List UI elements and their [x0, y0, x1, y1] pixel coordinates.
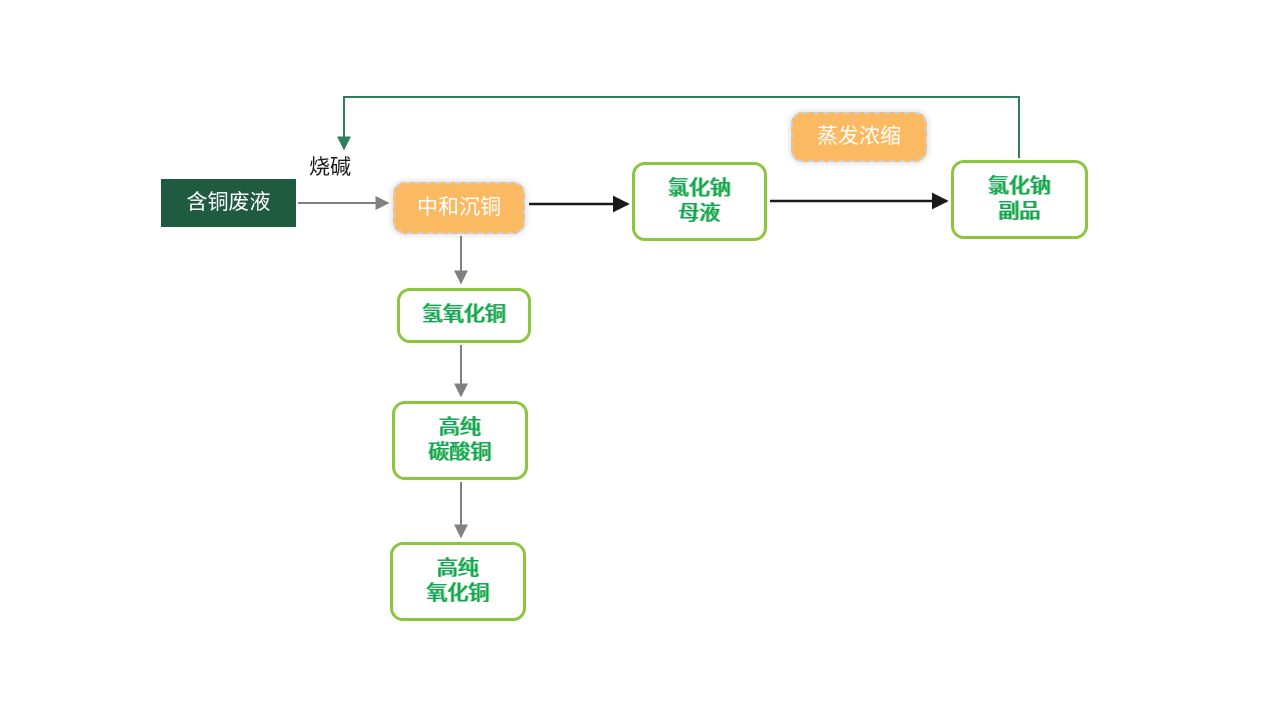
node-高纯碳酸铜[interactable]: 高纯 碳酸铜	[392, 401, 528, 480]
node-高纯氧化铜[interactable]: 高纯 氧化铜	[390, 542, 526, 621]
node-中和沉铜[interactable]: 中和沉铜	[393, 182, 525, 234]
node-label: 氢氧化铜	[422, 303, 506, 327]
node-label: 高纯 碳酸铜	[428, 415, 492, 464]
node-label: 中和沉铜	[417, 195, 501, 219]
node-氢氧化铜[interactable]: 氢氧化铜	[397, 288, 531, 343]
node-label: 高纯 氧化铜	[426, 556, 490, 605]
node-label: 氯化钠 副品	[988, 174, 1051, 223]
node-label: 蒸发浓缩	[817, 124, 901, 148]
node-蒸发浓缩[interactable]: 蒸发浓缩	[791, 112, 927, 162]
node-氯化钠副品[interactable]: 氯化钠 副品	[951, 160, 1088, 239]
node-label: 含铜废液	[186, 190, 271, 214]
node-label: 氯化钠 母液	[668, 176, 731, 225]
node-含铜废液[interactable]: 含铜废液	[161, 179, 296, 227]
node-氯化钠母液[interactable]: 氯化钠 母液	[632, 162, 767, 241]
edge-label-烧碱: 烧碱	[309, 156, 351, 179]
